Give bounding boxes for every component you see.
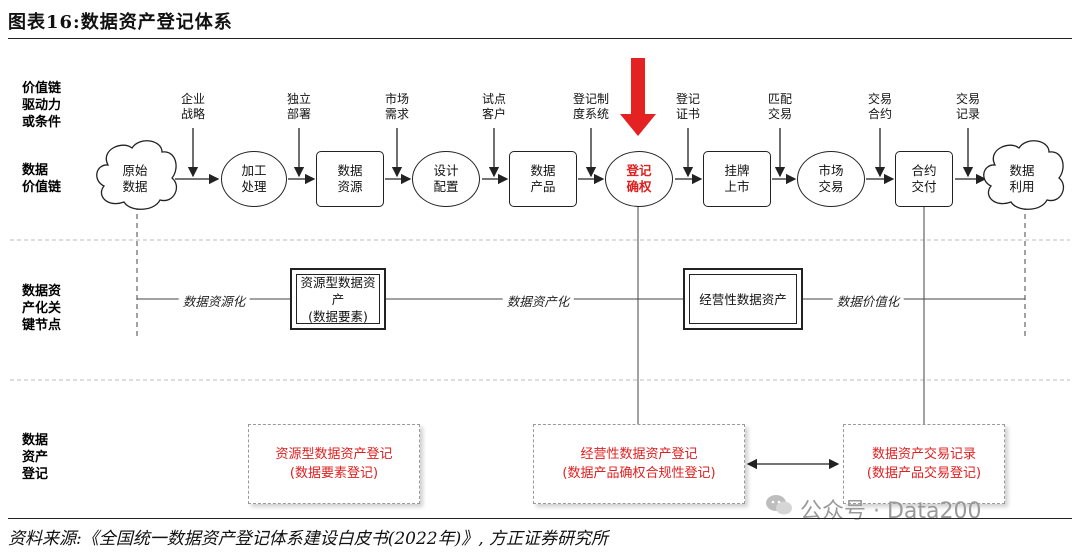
watermark-text: 公众号 · Data200 [800,499,982,524]
chain-node-registration: 登记 确权 [605,151,673,207]
row-label-text: 数据资 产化关 键节点 [22,284,62,333]
driver-label: 交易 记录 [955,92,981,121]
chain-node-listing: 挂牌 上市 [703,151,771,207]
row-label-text: 数据 资产 登记 [22,433,49,482]
row-label-nodes: 数据资 产化关 键节点 [22,283,61,334]
driver-label: 交易 合约 [867,92,893,121]
row-label-text: 数据 价值链 [22,163,62,195]
wechat-icon [766,495,792,515]
chain-node-data-use: 数据 利用 [1009,163,1035,194]
row-label-text: 价值链 驱动力 或条件 [22,81,62,130]
driver-label: 独立 部署 [286,92,312,121]
chain-node-contract-delivery: 合约 交付 [895,151,953,207]
registry-box-resource: 资源型数据资产登记 (数据要素登记) [248,424,420,504]
cloud-shapes [96,140,1064,210]
chain-node-data-resource: 数据 资源 [316,151,384,207]
red-arrow-icon [620,58,656,136]
row-label-chain: 数据 价值链 [22,162,61,196]
top-rule [8,38,1072,39]
key-node-label: 数据价值化 [832,291,904,310]
row-label-driver: 价值链 驱动力 或条件 [22,80,61,131]
driver-label: 试点 客户 [481,92,507,121]
registry-box-trade-record: 数据资产交易记录 (数据产品交易登记) [843,424,1005,504]
driver-label: 企业 战略 [180,92,206,121]
chain-node-design-config: 设计 配置 [412,151,480,207]
chain-node-data-product: 数据 产品 [509,151,577,207]
chain-node-raw-data: 原始 数据 [122,163,148,194]
driver-label: 市场 需求 [384,92,410,121]
key-node-label: 数据资产化 [502,291,574,310]
driver-label: 登记制 度系统 [572,92,610,121]
registry-box-operating: 经营性数据资产登记 (数据产品确权合规性登记) [533,424,745,504]
chain-node-market-trade: 市场 交易 [797,151,865,207]
row-label-registry: 数据 资产 登记 [22,432,48,483]
figure-title: 图表16:数据资产登记体系 [8,12,233,33]
key-node-label: 数据资源化 [178,291,250,310]
key-node-text: 经营性数据资产 [689,274,797,324]
key-node-operating-asset: 经营性数据资产 [683,268,803,330]
chain-node-processing: 加工 处理 [221,151,287,207]
driver-label: 登记 证书 [675,92,701,121]
key-node-text: 资源型数据资产 (数据要素) [296,274,380,324]
bottom-rule [8,518,1072,519]
driver-label: 匹配 交易 [767,92,793,121]
source-note: 资料来源:《全国统一数据资产登记体系建设白皮书(2022年)》, 方正证券研究所 [8,529,609,549]
key-node-resource-asset: 资源型数据资产 (数据要素) [290,268,386,330]
